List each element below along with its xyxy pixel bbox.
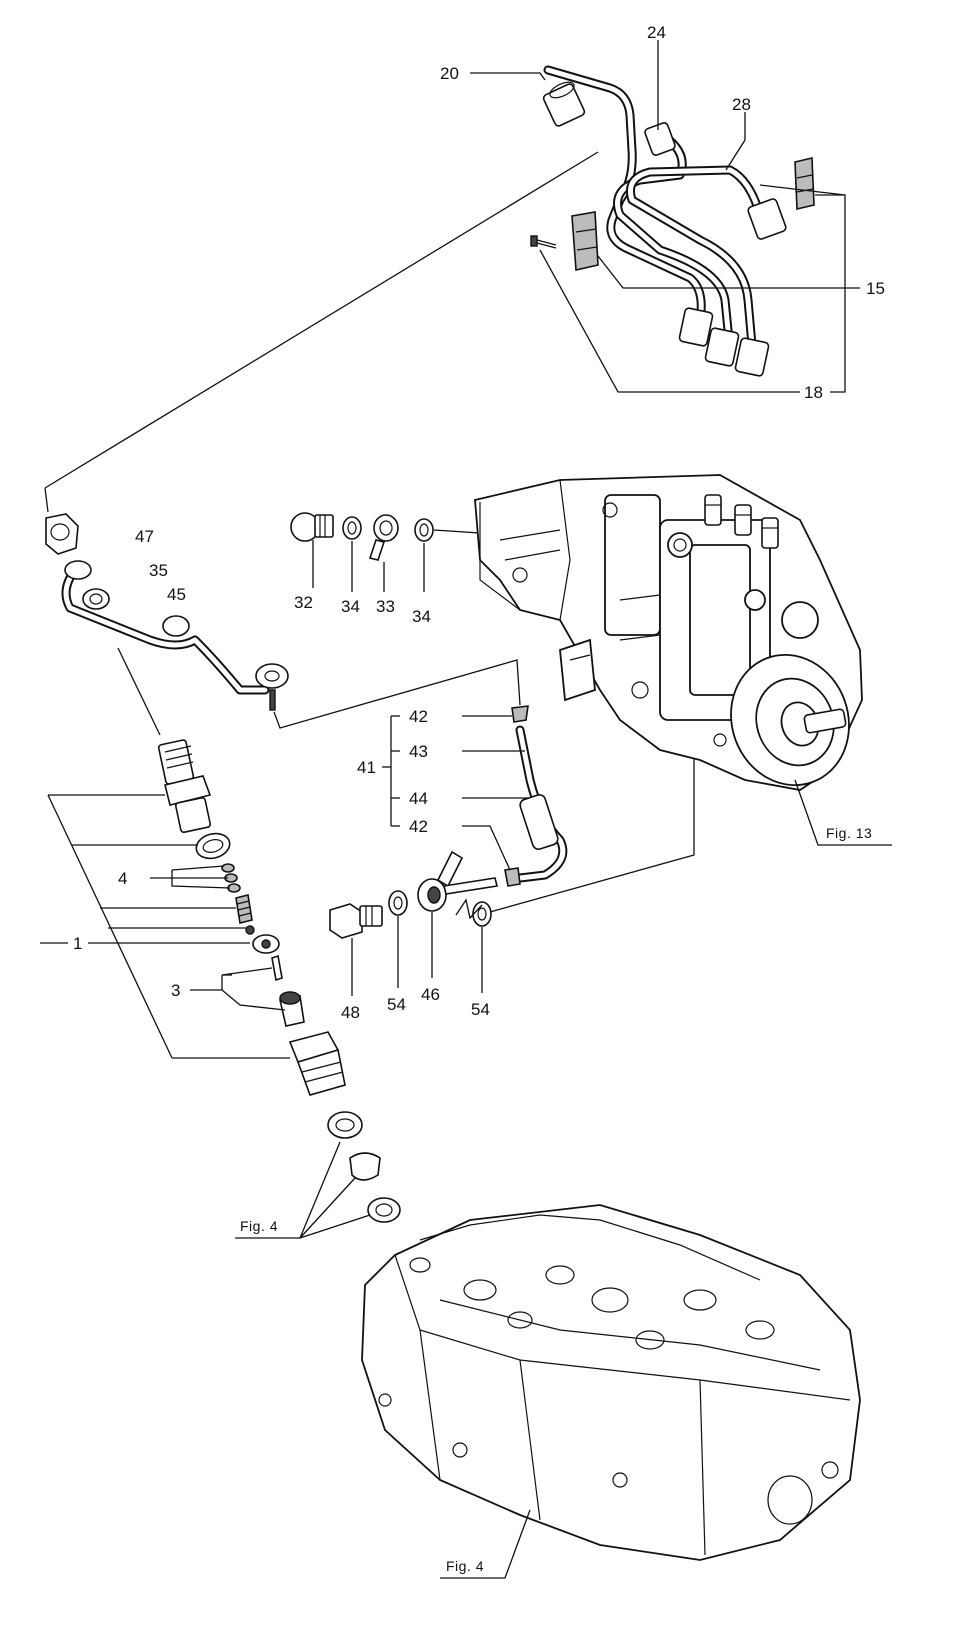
retaining-nut [288, 1031, 346, 1096]
injection-pump-body [474, 474, 863, 791]
label-32: 32 [294, 593, 313, 612]
eye-fitting-46 [417, 850, 498, 912]
leader-lines-hose [382, 715, 528, 871]
leader-lines-banjo [312, 540, 425, 592]
label-43: 43 [409, 742, 428, 761]
label-15: 15 [866, 279, 885, 298]
nozzle-holder-body [157, 739, 212, 834]
label-34-a: 34 [341, 597, 360, 616]
leader-fig4-head [440, 1509, 531, 1579]
label-54-a: 54 [387, 995, 406, 1014]
label-20: 20 [440, 64, 459, 83]
label-28: 28 [732, 95, 751, 114]
label-44: 44 [409, 789, 428, 808]
pump-drive-flange [730, 653, 850, 787]
label-3: 3 [171, 981, 180, 1000]
leader-lines-top [44, 40, 860, 513]
label-41: 41 [357, 758, 376, 777]
banjo-bolt-group [290, 512, 434, 561]
label-35: 35 [149, 561, 168, 580]
head-ports [378, 1257, 839, 1525]
leader-lines-injector [40, 794, 290, 1059]
nozzle-spring [235, 894, 253, 924]
pipe-nut-24 [644, 122, 676, 156]
pipe-nut-28 [747, 198, 787, 240]
banjo-bolt-32 [290, 512, 334, 542]
label-42-b: 42 [409, 817, 428, 836]
label-34-b: 34 [412, 607, 431, 626]
label-42-a: 42 [409, 707, 428, 726]
bolt-48 [329, 903, 383, 939]
label-46: 46 [421, 985, 440, 1004]
label-4: 4 [118, 869, 127, 888]
figure-references: Fig. 13 Fig. 4 Fig. 4 [240, 825, 872, 1574]
cylinder-head [361, 1204, 861, 1561]
label-1: 1 [73, 934, 82, 953]
label-47: 47 [135, 527, 154, 546]
pipe-nut-20 [542, 81, 586, 127]
nozzle-seals [327, 1111, 401, 1223]
delivery-pipe [45, 513, 289, 711]
label-24: 24 [647, 23, 666, 42]
leader-pipe-to-vent [273, 659, 521, 729]
pipe-clamp-left [571, 211, 599, 271]
fig-ref-head: Fig. 4 [446, 1558, 484, 1574]
high-pressure-pipe-assembly [530, 65, 815, 377]
nut-47 [45, 513, 79, 555]
label-33: 33 [376, 597, 395, 616]
banjo-fitting-33 [368, 514, 399, 561]
part-number-labels: 20 24 28 15 18 47 35 45 32 34 33 34 42 4… [73, 23, 885, 1022]
pump-outlet-valves [704, 494, 779, 549]
overflow-fitting-group [329, 850, 498, 939]
label-18: 18 [804, 383, 823, 402]
leader-fig4-seals [235, 1141, 371, 1239]
fig-ref-seals: Fig. 4 [240, 1218, 278, 1234]
fig-ref-pump: Fig. 13 [826, 825, 872, 841]
injector-nozzle-assembly [157, 739, 346, 1096]
nozzle-tip [279, 991, 305, 1027]
clamp-screw [530, 235, 557, 249]
return-hose-assembly [504, 705, 568, 887]
label-48: 48 [341, 1003, 360, 1022]
label-45: 45 [167, 585, 186, 604]
leader-fig13 [794, 779, 892, 846]
label-54-b: 54 [471, 1000, 490, 1019]
pipe-clamp-right [794, 156, 815, 211]
